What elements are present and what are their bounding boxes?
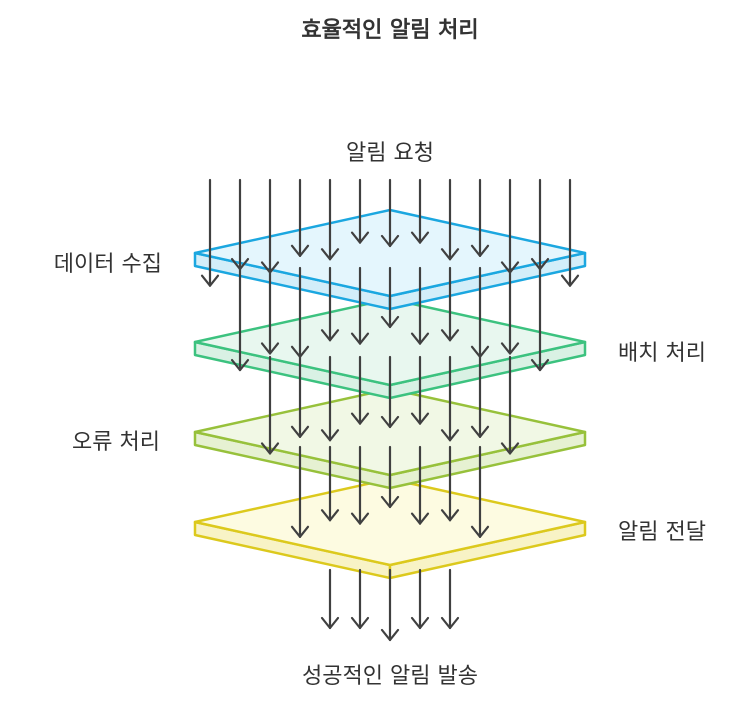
arrow-front-group (200, 178, 580, 642)
arrow-band1-8 (500, 355, 520, 455)
arrow-band2-4 (410, 445, 430, 525)
arrow-band1-2 (320, 355, 340, 442)
diagram-title: 효율적인 알림 처리 (301, 18, 478, 43)
arrow-band2-1 (320, 445, 340, 522)
arrow-band0-5 (380, 266, 400, 329)
arrow-band0-10 (530, 266, 550, 372)
input-label: 알림 요청 (346, 141, 434, 166)
arrow-in-12 (560, 178, 580, 287)
arrow-band1-3 (350, 355, 370, 425)
arrow-band0-1 (260, 266, 280, 355)
arrow-band1-4 (380, 355, 400, 429)
arrow-band2-6 (470, 445, 490, 538)
arrow-in-6 (380, 178, 400, 248)
arrow-band0-0 (230, 266, 250, 372)
arrow-out-2 (380, 568, 400, 642)
output-label: 성공적인 알림 발송 (302, 664, 478, 689)
arrow-band2-5 (440, 445, 460, 522)
arrow-out-1 (350, 568, 370, 630)
arrow-out-0 (320, 568, 340, 630)
arrow-out-4 (440, 568, 460, 630)
arrow-band1-6 (440, 355, 460, 442)
arrow-band1-0 (260, 355, 280, 455)
arrow-band1-1 (290, 355, 310, 438)
arrow-band2-0 (290, 445, 310, 538)
arrow-band2-3 (380, 445, 400, 509)
arrow-in-3 (290, 178, 310, 257)
arrow-band0-6 (410, 266, 430, 345)
arrow-in-0 (200, 178, 220, 287)
arrow-band0-4 (350, 266, 370, 345)
layer-plate-3 (193, 477, 587, 580)
arrow-band0-7 (440, 266, 460, 342)
arrow-band2-2 (350, 445, 370, 525)
layer-plate-1 (193, 297, 587, 400)
arrow-in-8 (440, 178, 460, 261)
arrow-band1-7 (470, 355, 490, 438)
arrow-in-7 (410, 178, 430, 244)
arrow-band0-9 (500, 266, 520, 355)
arrow-band1-5 (410, 355, 430, 425)
layer-top (193, 477, 587, 567)
layer-label-error-handling: 오류 처리 (72, 430, 160, 455)
arrow-out-3 (410, 568, 430, 630)
arrow-in-9 (470, 178, 490, 257)
arrow-in-4 (320, 178, 340, 261)
layer-label-notification-delivery: 알림 전달 (618, 520, 706, 545)
layer-group (193, 208, 587, 580)
arrow-band0-3 (320, 266, 340, 342)
arrow-in-5 (350, 178, 370, 244)
layer-label-batch-processing: 배치 처리 (618, 341, 706, 366)
layer-label-data-collection: 데이터 수집 (54, 252, 162, 277)
